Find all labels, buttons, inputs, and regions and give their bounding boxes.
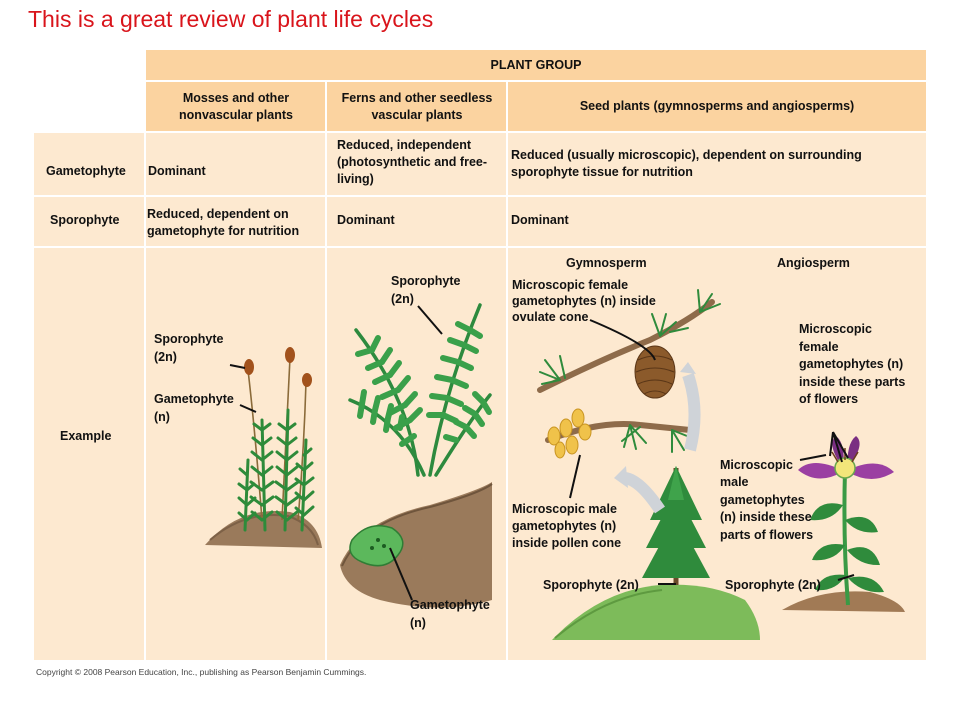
column-header-ferns: Ferns and other seedless vascular plants (327, 90, 507, 124)
grid-line (34, 195, 926, 197)
gymno-male-label: Microscopic male gametophytes (n) inside… (512, 502, 622, 550)
column-header-mosses-text: Mosses and other nonvascular plants (179, 91, 293, 122)
group-header-cell (146, 50, 926, 80)
moss-gametophyte-ploidy: (n) (154, 410, 170, 424)
moss-sporophyte-ploidy: (2n) (154, 350, 177, 364)
group-header: PLANT GROUP (490, 58, 582, 72)
fern-sporophyte-ploidy: (2n) (391, 292, 414, 306)
column-header-row (146, 80, 926, 132)
sporophyte-ferns: Dominant (337, 213, 395, 227)
moss-illustration (205, 347, 322, 548)
moss-sporophyte-label: Sporophyte (2n) (154, 330, 223, 366)
row-label-gametophyte: Gametophyte (46, 164, 126, 178)
row-label-example: Example (60, 429, 112, 443)
fern-gametophyte-ploidy: (n) (410, 616, 426, 630)
angiosperm-heading: Angiosperm (777, 256, 850, 270)
gymno-female-label: Microscopic female gametophytes (n) insi… (512, 278, 656, 324)
copyright-notice: Copyright © 2008 Pearson Education, Inc.… (36, 667, 367, 677)
grid-line (34, 131, 926, 133)
fern-sporophyte-label: Sporophyte (2n) (391, 272, 460, 308)
grid-line (506, 80, 508, 660)
grid-line (146, 80, 926, 82)
grid-line (34, 246, 926, 248)
gymno-sporophyte-label: Sporophyte (2n) (543, 578, 639, 592)
grid-line (144, 80, 146, 660)
gametophyte-seed: Reduced (usually microscopic), dependent… (511, 148, 862, 179)
moss-sporophyte-text: Sporophyte (154, 332, 224, 346)
angio-sporophyte-label: Sporophyte (2n) (725, 578, 821, 592)
gymnosperm-heading: Gymnosperm (566, 256, 647, 270)
fern-sporophyte-text: Sporophyte (391, 274, 461, 288)
angio-female-label: Microscopic female gametophytes (n) insi… (799, 322, 906, 407)
moss-gametophyte-text: Gametophyte (154, 392, 234, 406)
angio-male-label: Microscopic male gametophytes (n) inside… (720, 458, 814, 542)
gametophyte-ferns: Reduced, independent (photosynthetic and… (337, 138, 488, 186)
fern-gametophyte-label: Gametophyte (n) (410, 596, 490, 632)
fern-illustration (340, 303, 493, 608)
grid-line (325, 80, 327, 660)
slide-title: This is a great review of plant life cyc… (28, 6, 434, 32)
moss-gametophyte-label: Gametophyte (n) (154, 390, 234, 426)
gymnosperm-illustration (537, 289, 760, 640)
fern-gametophyte-text: Gametophyte (410, 598, 490, 612)
sporophyte-seed: Dominant (511, 213, 569, 227)
row-label-sporophyte: Sporophyte (50, 213, 120, 227)
column-header-seed: Seed plants (gymnosperms and angiosperms… (579, 99, 855, 113)
column-header-ferns-text: Ferns and other seedless vascular plants (341, 91, 493, 122)
column-header-mosses: Mosses and other nonvascular plants (146, 90, 326, 124)
gametophyte-mosses: Dominant (148, 164, 206, 178)
angiosperm-illustration (782, 431, 905, 612)
sporophyte-mosses: Reduced, dependent on gametophyte for nu… (147, 207, 300, 238)
